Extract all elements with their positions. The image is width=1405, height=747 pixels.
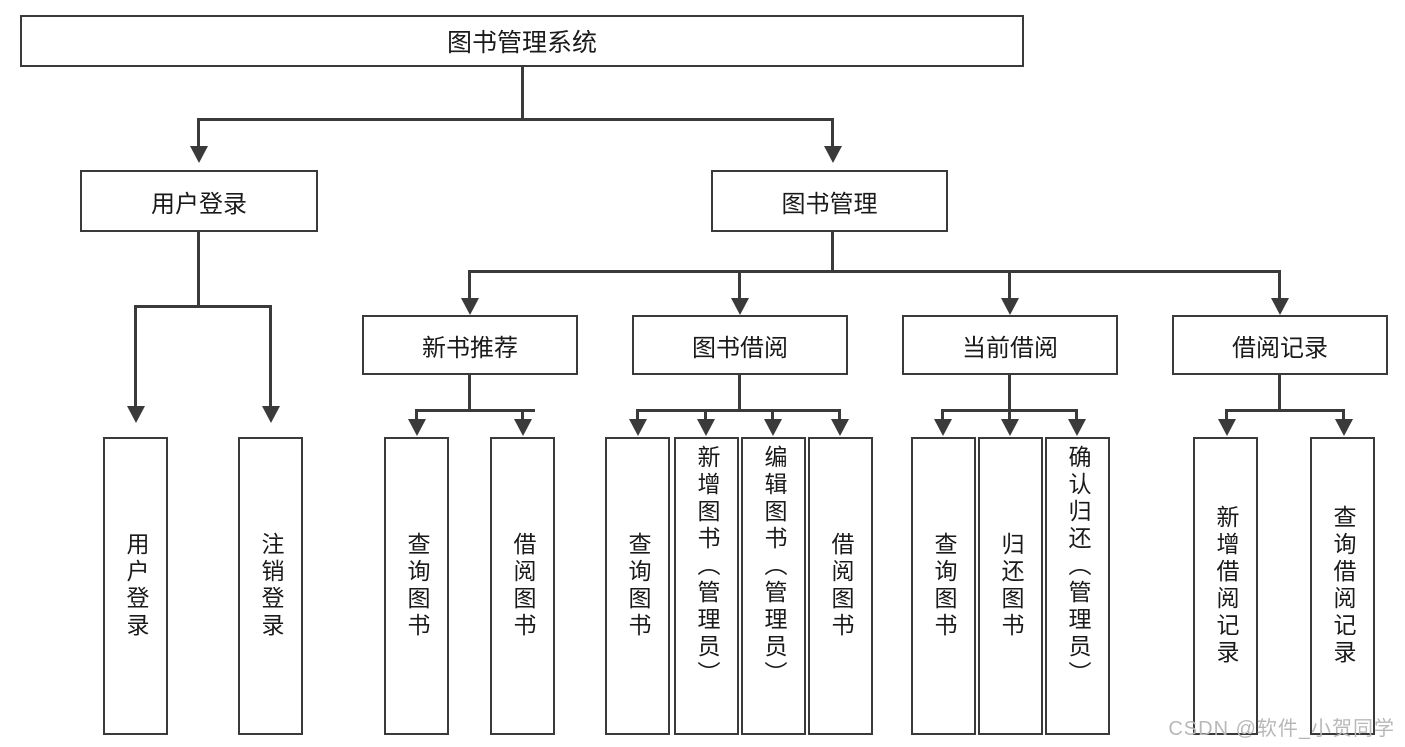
node-label: 确认归还（管理员）	[1065, 445, 1091, 688]
node-label: 编辑图书（管理员）	[761, 445, 787, 688]
leaf-node-borrow-book-new[interactable]: 借阅图书	[490, 437, 555, 735]
node-new-book-recommend[interactable]: 新书推荐	[362, 315, 578, 375]
node-label: 查询图书	[931, 532, 957, 640]
connector-drop-leaf-6	[771, 409, 774, 421]
arrowhead-current-borrow	[1001, 298, 1019, 315]
node-label: 新增借阅记录	[1213, 505, 1239, 667]
arrowhead-book-manage	[824, 146, 842, 163]
connector-drop-leaf-1	[269, 305, 272, 408]
node-borrow-record[interactable]: 借阅记录	[1172, 315, 1388, 375]
leaf-node-add-book-admin[interactable]: 新增图书（管理员）	[674, 437, 739, 735]
arrowhead-leaf-4	[629, 419, 647, 436]
node-label: 查询借阅记录	[1330, 505, 1356, 667]
node-label: 用户登录	[123, 532, 149, 640]
leaf-node-user-login[interactable]: 用户登录	[103, 437, 168, 735]
node-label: 借阅图书	[828, 532, 854, 640]
connector-drop-book-borrow	[738, 270, 741, 300]
connector-newbook-stem	[468, 375, 471, 409]
arrowhead-leaf-5	[697, 419, 715, 436]
node-label: 用户登录	[151, 190, 247, 218]
node-label: 图书借阅	[692, 334, 788, 362]
leaf-node-query-book-current[interactable]: 查询图书	[911, 437, 976, 735]
leaf-node-edit-book-admin[interactable]: 编辑图书（管理员）	[741, 437, 806, 735]
node-label: 图书管理系统	[446, 29, 597, 57]
arrowhead-leaf-2	[408, 419, 426, 436]
connector-drop-leaf-0	[134, 305, 137, 408]
arrowhead-leaf-10	[1068, 419, 1086, 436]
connector-root-stem	[521, 67, 524, 118]
connector-userlogin-stem	[197, 232, 200, 305]
leaf-node-borrow-book[interactable]: 借阅图书	[808, 437, 873, 735]
connector-drop-leaf-7	[838, 409, 841, 421]
arrowhead-leaf-9	[1001, 419, 1019, 436]
connector-drop-leaf-12	[1342, 409, 1345, 421]
arrowhead-leaf-12	[1335, 419, 1353, 436]
connector-bookborrow-stem	[738, 375, 741, 409]
connector-drop-leaf-11	[1225, 409, 1228, 421]
leaf-node-return-book[interactable]: 归还图书	[978, 437, 1043, 735]
connector-drop-leaf-5	[704, 409, 707, 421]
arrowhead-leaf-3	[514, 419, 532, 436]
arrowhead-leaf-11	[1218, 419, 1236, 436]
node-user-login[interactable]: 用户登录	[80, 170, 318, 232]
connector-drop-leaf-3	[521, 409, 524, 421]
arrowhead-leaf-6	[764, 419, 782, 436]
connector-drop-book-manage	[831, 118, 834, 148]
connector-drop-leaf-8	[941, 409, 944, 421]
node-book-management[interactable]: 图书管理	[711, 170, 948, 232]
connector-currentborrow-stem	[1008, 375, 1011, 409]
node-label: 新书推荐	[422, 334, 518, 362]
arrowhead-leaf-8	[934, 419, 952, 436]
leaf-node-add-borrow-record[interactable]: 新增借阅记录	[1193, 437, 1258, 735]
node-label: 查询图书	[404, 532, 430, 640]
arrowhead-leaf-1	[262, 406, 280, 423]
node-label: 借阅图书	[510, 532, 536, 640]
node-current-borrow[interactable]: 当前借阅	[902, 315, 1118, 375]
connector-borrowrecord-stem	[1278, 375, 1281, 409]
connector-bookmanage-stem	[831, 232, 834, 270]
node-label: 归还图书	[998, 532, 1024, 640]
leaf-node-query-book-borrow[interactable]: 查询图书	[605, 437, 670, 735]
arrowhead-leaf-0	[127, 406, 145, 423]
arrowhead-leaf-7	[831, 419, 849, 436]
connector-drop-leaf-2	[415, 409, 418, 421]
connector-root-bus	[197, 118, 834, 121]
arrowhead-user-login	[190, 146, 208, 163]
connector-drop-leaf-10	[1075, 409, 1078, 421]
leaf-node-query-book-new[interactable]: 查询图书	[384, 437, 449, 735]
node-book-borrow[interactable]: 图书借阅	[632, 315, 848, 375]
connector-drop-user-login	[197, 118, 200, 148]
arrowhead-book-borrow	[731, 298, 749, 315]
arrowhead-new-book	[461, 298, 479, 315]
connector-newbook-bus	[415, 409, 535, 412]
connector-userlogin-bus	[134, 305, 272, 308]
node-label: 当前借阅	[962, 334, 1058, 362]
leaf-node-confirm-return-admin[interactable]: 确认归还（管理员）	[1045, 437, 1110, 735]
connector-drop-current-borrow	[1008, 270, 1011, 300]
node-root-system[interactable]: 图书管理系统	[20, 15, 1024, 67]
connector-drop-leaf-9	[1008, 409, 1011, 421]
leaf-node-logout[interactable]: 注销登录	[238, 437, 303, 735]
node-label: 借阅记录	[1232, 334, 1328, 362]
connector-drop-borrow-record	[1278, 270, 1281, 300]
leaf-node-query-borrow-record[interactable]: 查询借阅记录	[1310, 437, 1375, 735]
arrowhead-borrow-record	[1271, 298, 1289, 315]
connector-bookmanage-bus	[468, 270, 1281, 273]
csdn-watermark: CSDN @软件_小贺同学	[1168, 718, 1395, 740]
node-label: 图书管理	[781, 190, 878, 218]
node-label: 查询图书	[625, 532, 651, 640]
connector-borrowrecord-bus	[1225, 409, 1345, 412]
connector-bookborrow-bus	[636, 409, 840, 412]
connector-drop-new-book	[468, 270, 471, 300]
node-label: 注销登录	[258, 532, 284, 640]
connector-drop-leaf-4	[636, 409, 639, 421]
node-label: 新增图书（管理员）	[694, 445, 720, 688]
